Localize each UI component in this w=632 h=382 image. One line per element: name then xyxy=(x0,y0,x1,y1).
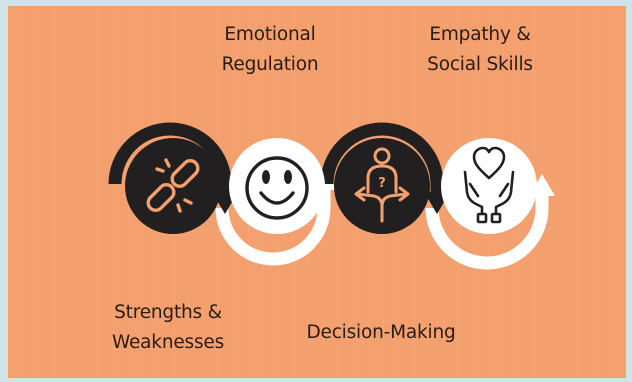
stage-circle-dark xyxy=(334,138,430,234)
hands-heart-icon xyxy=(463,146,515,224)
label-decision-making: Decision-Making xyxy=(306,322,456,343)
stage-circle-light xyxy=(441,138,537,234)
stage-decision-making: ? xyxy=(334,138,430,234)
label-strengths-weaknesses: Strengths & Weaknesses xyxy=(111,302,225,353)
diagram-panel: ? Emotional Regulation Empa xyxy=(8,6,626,378)
smiley-face-icon xyxy=(245,156,309,220)
stage-strengths-weaknesses xyxy=(125,138,221,234)
stage-circle-light xyxy=(229,138,325,234)
label-empathy-social-skills: Empathy & Social Skills xyxy=(427,24,533,75)
person-crossroads-icon: ? xyxy=(354,147,410,223)
svg-text:?: ? xyxy=(378,176,386,191)
broken-chain-icon xyxy=(146,158,200,213)
label-emotional-regulation: Emotional Regulation xyxy=(221,24,319,75)
stage-empathy-social-skills xyxy=(441,138,537,234)
process-cycle-diagram: ? xyxy=(108,122,555,270)
stage-emotional-regulation xyxy=(229,138,325,234)
